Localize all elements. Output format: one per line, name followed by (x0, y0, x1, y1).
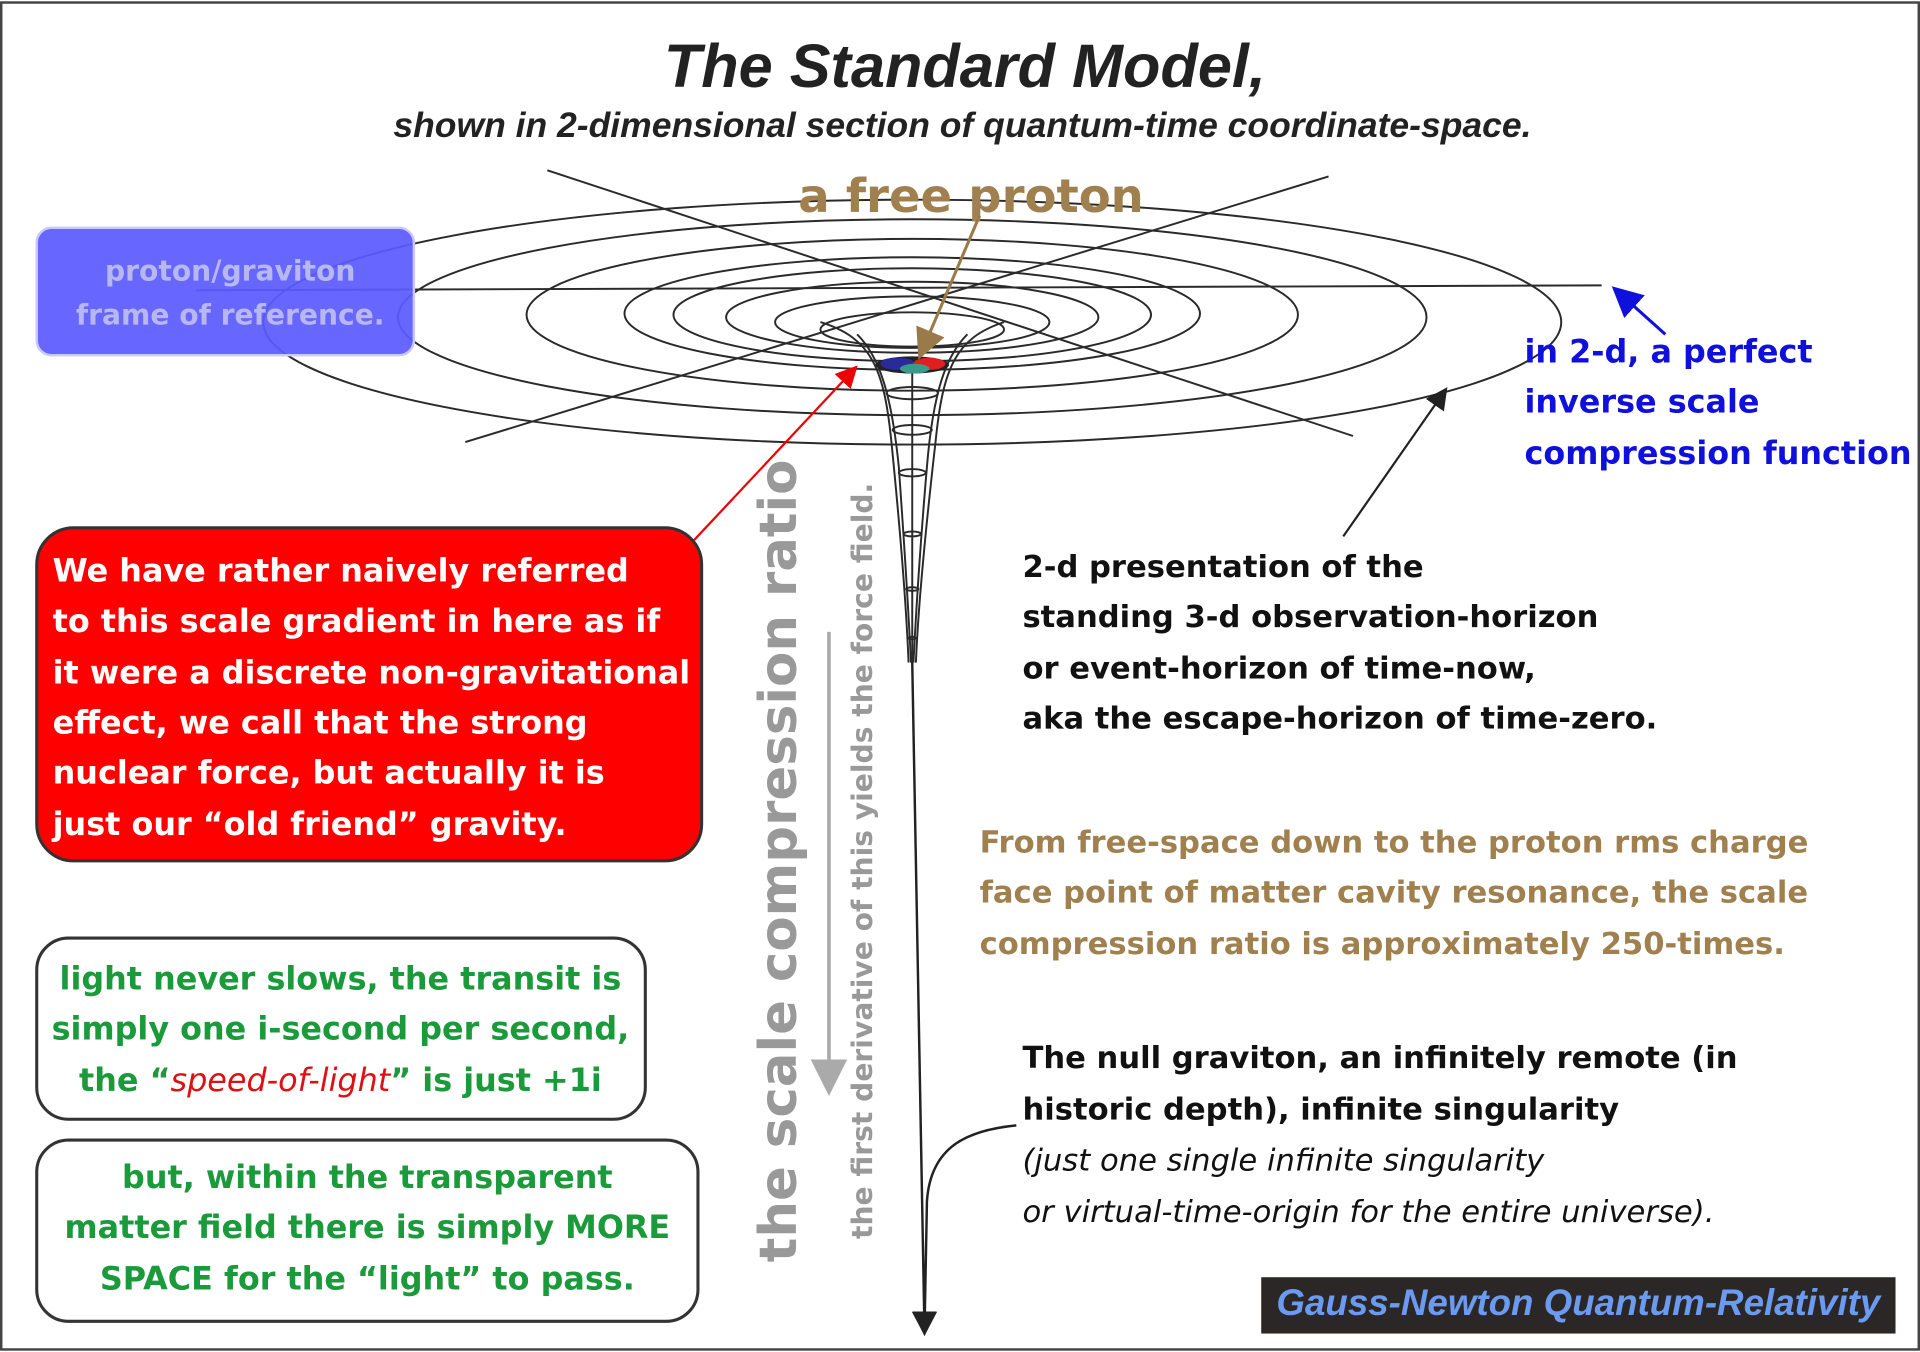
svg-text:historic depth), infinite sing: historic depth), infinite singularity (1022, 1092, 1619, 1127)
proton-quarks-icon (875, 356, 949, 374)
frame-of-reference-box: proton/graviton frame of reference. (35, 226, 416, 357)
svg-text:aka the escape-horizon of time: aka the escape-horizon of time-zero. (1022, 702, 1657, 737)
svg-text:The null graviton, an infinite: The null graviton, an infinitely remote … (1022, 1041, 1737, 1076)
svg-text:inverse scale: inverse scale (1524, 383, 1759, 421)
singularity-arrow (912, 1124, 1017, 1336)
svg-text:effect, we call that the stron: effect, we call that the strong (53, 704, 588, 742)
svg-text:compression function: compression function (1524, 434, 1911, 472)
svg-text:standing 3-d observation-horiz: standing 3-d observation-horizon (1022, 600, 1598, 635)
svg-text:or virtual-time-origin for the: or virtual-time-origin for the entire un… (1022, 1195, 1714, 1230)
red-arrow (691, 365, 858, 544)
proton-label: a free proton (798, 169, 1144, 223)
light-speed-box: light never slows, the transit is simply… (35, 936, 647, 1121)
vertical-derivative-label: the first derivative of this yields the … (846, 483, 879, 1239)
svg-text:or event-horizon of time-now,: or event-horizon of time-now, (1022, 651, 1535, 686)
null-graviton-note: The null graviton, an infinitely remote … (1022, 1041, 1737, 1230)
vertical-scale-label: the scale compression ratio (749, 460, 809, 1263)
svg-text:2-d presentation of the: 2-d presentation of the (1022, 550, 1423, 585)
svg-text:face point of matter cavity re: face point of matter cavity resonance, t… (980, 876, 1809, 911)
svg-text:(just one single infinite sing: (just one single infinite singularity (1022, 1144, 1545, 1179)
svg-text:From free-space down to the pr: From free-space down to the proton rms c… (980, 825, 1809, 860)
footer-banner: Gauss-Newton Quantum-Relativity (1261, 1277, 1896, 1334)
more-space-box: but, within the transparent matter field… (35, 1138, 700, 1323)
proton-arrow (916, 214, 982, 360)
svg-text:SPACE for the “light” to pass.: SPACE for the “light” to pass. (100, 1259, 635, 1297)
title: The Standard Model, (664, 32, 1266, 100)
horizon-arrow (1342, 387, 1448, 538)
svg-text:Gauss-Newton Quantum-Relativit: Gauss-Newton Quantum-Relativity (1276, 1282, 1881, 1323)
svg-text:simply one i-second per second: simply one i-second per second, (52, 1010, 630, 1048)
svg-text:it were a discrete non-gravita: it were a discrete non-gravitational (53, 653, 691, 691)
svg-text:just our “old friend” gravity.: just our “old friend” gravity. (51, 805, 567, 843)
svg-text:but, within the transparent: but, within the transparent (122, 1158, 613, 1196)
svg-text:the “speed-of-light” is just +: the “speed-of-light” is just +1i (79, 1061, 602, 1099)
svg-text:in 2-d, a perfect: in 2-d, a perfect (1524, 333, 1812, 371)
svg-text:to this scale gradient in here: to this scale gradient in here as if (53, 602, 662, 640)
subtitle: shown in 2-dimensional section of quantu… (393, 105, 1531, 145)
horizon-note: 2-d presentation of the standing 3-d obs… (1022, 550, 1657, 737)
svg-text:light never slows, the transit: light never slows, the transit is (60, 959, 622, 997)
svg-text:frame of reference.: frame of reference. (76, 299, 385, 332)
svg-text:proton/graviton: proton/graviton (105, 254, 355, 287)
svg-text:matter field there is simply M: matter field there is simply MORE (65, 1208, 671, 1246)
strong-force-box: We have rather naively referred to this … (35, 526, 704, 863)
compression-ratio-note: From free-space down to the proton rms c… (980, 825, 1809, 962)
svg-text:nuclear force, but actually it: nuclear force, but actually it is (53, 754, 605, 792)
svg-text:We have rather naively referre: We have rather naively referred (53, 552, 629, 590)
inverse-scale-note: in 2-d, a perfect inverse scale compress… (1524, 333, 1911, 473)
blue-arrow (1611, 286, 1667, 336)
svg-text:compression ratio is approxima: compression ratio is approximately 250-t… (980, 927, 1785, 962)
